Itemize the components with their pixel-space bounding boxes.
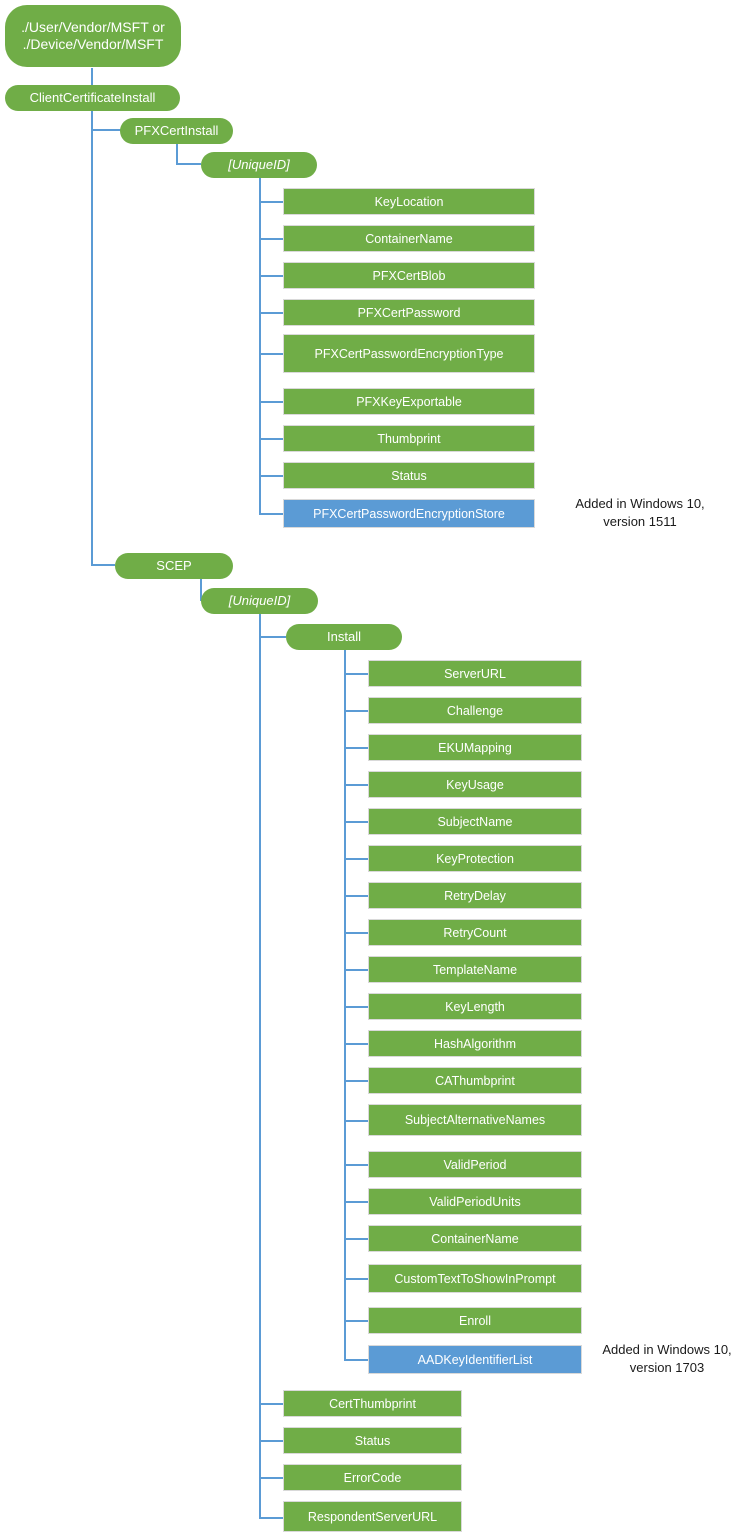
leaf-validperiod[interactable]: ValidPeriod (368, 1151, 582, 1178)
leaf-status-pfx[interactable]: Status (283, 462, 535, 489)
connector-leaf-pfxcertblob (259, 275, 284, 277)
connector-branch-install (259, 636, 286, 638)
leaf-subjectalternativenames[interactable]: SubjectAlternativeNames (368, 1104, 582, 1136)
connector-branch-scep (91, 564, 115, 566)
leaf-challenge[interactable]: Challenge (368, 697, 582, 724)
connector-leaf-pfxkeyexportable (259, 401, 284, 403)
leaf-retrydelay[interactable]: RetryDelay (368, 882, 582, 909)
leaf-templatename[interactable]: TemplateName (368, 956, 582, 983)
connector-leaf-validperiodunits (344, 1201, 369, 1203)
connector-leaf-validperiod (344, 1164, 369, 1166)
leaf-hashalgorithm[interactable]: HashAlgorithm (368, 1030, 582, 1057)
leaf-pfxkeyexportable[interactable]: PFXKeyExportable (283, 388, 535, 415)
connector-root-to-clientcertificateinstall (91, 68, 93, 87)
leaf-aadkeyidentifierlist[interactable]: AADKeyIdentifierList (368, 1345, 582, 1374)
connector-leaf-certthumbprint (259, 1403, 284, 1405)
leaf-ekumapping[interactable]: EKUMapping (368, 734, 582, 761)
connector-leaf-containername-pfx (259, 238, 284, 240)
leaf-cathumbprint[interactable]: CAThumbprint (368, 1067, 582, 1094)
node-root[interactable]: ./User/Vendor/MSFT or ./Device/Vendor/MS… (5, 5, 181, 67)
connector-leaf-subjectname (344, 821, 369, 823)
leaf-customtexttoshowinprompt[interactable]: CustomTextToShowInPrompt (368, 1264, 582, 1293)
node-pfxcertinstall[interactable]: PFXCertInstall (120, 118, 233, 144)
connector-pfx-uniqueid-spine (259, 178, 261, 514)
node-scep[interactable]: SCEP (115, 553, 233, 579)
connector-leaf-pfxcertpasswordencryptiontype (259, 353, 284, 355)
leaf-keylength[interactable]: KeyLength (368, 993, 582, 1020)
leaf-thumbprint[interactable]: Thumbprint (283, 425, 535, 452)
connector-leaf-keylocation (259, 201, 284, 203)
leaf-pfxcertpassword[interactable]: PFXCertPassword (283, 299, 535, 326)
leaf-keylocation[interactable]: KeyLocation (283, 188, 535, 215)
connector-leaf-pfxcertpasswordencryptionstore (259, 513, 284, 515)
node-clientcertificateinstall[interactable]: ClientCertificateInstall (5, 85, 180, 111)
connector-leaf-enroll (344, 1320, 369, 1322)
leaf-pfxcertpasswordencryptiontype[interactable]: PFXCertPasswordEncryptionType (283, 334, 535, 373)
connector-leaf-hashalgorithm (344, 1043, 369, 1045)
node-pfx-uniqueid[interactable]: [UniqueID] (201, 152, 317, 178)
connector-leaf-templatename (344, 969, 369, 971)
leaf-pfxcertpasswordencryptionstore[interactable]: PFXCertPasswordEncryptionStore (283, 499, 535, 528)
leaf-errorcode[interactable]: ErrorCode (283, 1464, 462, 1491)
connector-leaf-subjectalternativenames (344, 1120, 369, 1122)
leaf-certthumbprint[interactable]: CertThumbprint (283, 1390, 462, 1417)
connector-install-spine (344, 650, 346, 1360)
leaf-serverurl[interactable]: ServerURL (368, 660, 582, 687)
connector-pfxcertinstall-spine (176, 143, 178, 165)
node-scep-uniqueid[interactable]: [UniqueID] (201, 588, 318, 614)
leaf-keyusage[interactable]: KeyUsage (368, 771, 582, 798)
leaf-pfxcertblob[interactable]: PFXCertBlob (283, 262, 535, 289)
connector-leaf-retrycount (344, 932, 369, 934)
connector-scep-spine (200, 578, 202, 600)
leaf-status-scep[interactable]: Status (283, 1427, 462, 1454)
connector-leaf-pfxcertpassword (259, 312, 284, 314)
leaf-enroll[interactable]: Enroll (368, 1307, 582, 1334)
note-added-1703: Added in Windows 10, version 1703 (602, 1342, 732, 1375)
connector-leaf-thumbprint (259, 438, 284, 440)
connector-leaf-status-pfx (259, 475, 284, 477)
connector-leaf-keyusage (344, 784, 369, 786)
leaf-respondentserverurl[interactable]: RespondentServerURL (283, 1501, 462, 1532)
connector-leaf-ekumapping (344, 747, 369, 749)
connector-leaf-containername-scep (344, 1238, 369, 1240)
connector-leaf-retrydelay (344, 895, 369, 897)
connector-leaf-status-scep (259, 1440, 284, 1442)
connector-leaf-errorcode (259, 1477, 284, 1479)
connector-leaf-keylength (344, 1006, 369, 1008)
leaf-keyprotection[interactable]: KeyProtection (368, 845, 582, 872)
connector-branch-pfxcertinstall (91, 129, 130, 131)
leaf-subjectname[interactable]: SubjectName (368, 808, 582, 835)
connector-leaf-cathumbprint (344, 1080, 369, 1082)
leaf-containername-pfx[interactable]: ContainerName (283, 225, 535, 252)
connector-leaf-keyprotection (344, 858, 369, 860)
leaf-validperiodunits[interactable]: ValidPeriodUnits (368, 1188, 582, 1215)
leaf-containername-scep[interactable]: ContainerName (368, 1225, 582, 1252)
connector-leaf-customtexttoshowinprompt (344, 1278, 369, 1280)
connector-spine-clientcertificateinstall (91, 110, 93, 565)
connector-leaf-respondentserverurl (259, 1517, 284, 1519)
connector-scep-uniqueid-spine (259, 613, 261, 1518)
connector-leaf-challenge (344, 710, 369, 712)
node-install[interactable]: Install (286, 624, 402, 650)
leaf-retrycount[interactable]: RetryCount (368, 919, 582, 946)
connector-leaf-serverurl (344, 673, 369, 675)
connector-leaf-aadkeyidentifierlist (344, 1359, 369, 1361)
connector-pfxcertinstall-to-uniqueid (176, 163, 201, 165)
note-added-1511: Added in Windows 10, version 1511 (575, 496, 705, 529)
